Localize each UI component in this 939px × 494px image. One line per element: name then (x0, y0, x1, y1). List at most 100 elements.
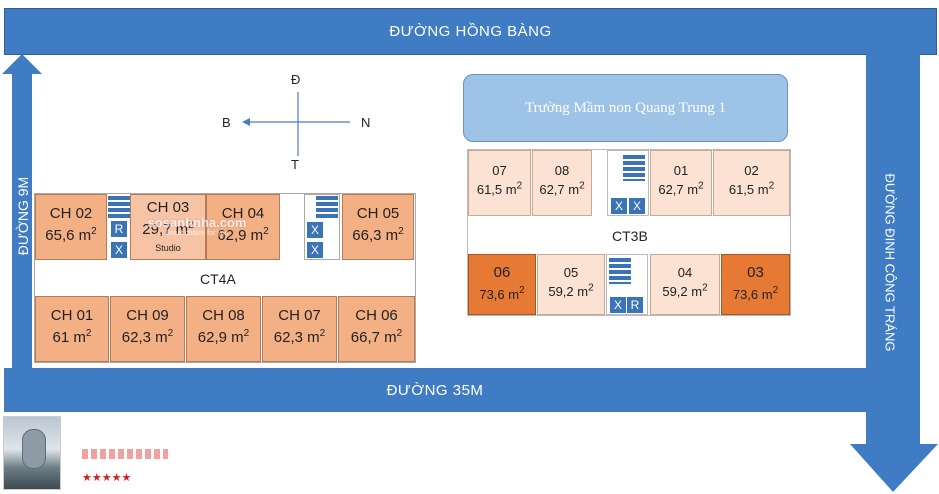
ct3b-elevator-x1: X (610, 197, 628, 215)
unit-area-sup: 2 (188, 220, 194, 231)
ct3b-unit-02: 02 61,5 m2 (713, 150, 790, 216)
ct3b-unit-03: 03 73,6 m2 (721, 254, 790, 315)
ct3b-unit-08: 08 62,7 m2 (532, 150, 592, 216)
unit-area-sup: 2 (167, 328, 174, 339)
unit-name: 05 (563, 265, 579, 280)
star-icon: ★ (91, 472, 102, 484)
unit-area-sup: 2 (516, 180, 523, 192)
ct4a-stair-2 (316, 196, 338, 218)
unit-area-sup: 2 (698, 180, 704, 192)
unit-area-sup: 2 (398, 226, 404, 237)
unit-area: 73,6 m (732, 287, 773, 302)
unit-area: 59,2 m (548, 284, 589, 299)
ct3b-elevator-x3: X (609, 296, 627, 314)
ct4a-unit-ch03: CH 03 29,7 m2 Studio (130, 194, 206, 260)
compass-right-label: N (361, 115, 371, 130)
ct4a-unit-ch05: CH 05 66,3 m2 (342, 194, 414, 260)
unit-area-sup: 2 (702, 282, 708, 294)
unit-area-sup: 2 (519, 285, 525, 296)
compass-left-label: B (222, 115, 231, 130)
ct3b-unit-05: 05 59,2 m2 (537, 254, 605, 315)
unit-name: 04 (677, 265, 693, 280)
unit-area: 62,7 m (658, 182, 699, 197)
unit-area: 62,3 m (273, 329, 320, 346)
unit-name: CH 09 (126, 307, 169, 324)
unit-area: 65,6 m (45, 227, 92, 244)
unit-area: 29,7 m (142, 221, 189, 238)
unit-area: 62,3 m (121, 329, 168, 346)
star-icon: ★ (82, 472, 92, 484)
ct4a-stair-1 (108, 196, 130, 218)
unit-area-sup: 2 (396, 328, 403, 339)
ct4a-unit-ch06: CH 06 66,7 m2 (338, 296, 415, 362)
unit-area: 61,5 m (476, 182, 517, 197)
unit-name: 07 (492, 163, 507, 178)
unit-area-sup: 2 (579, 180, 585, 192)
unit-area-sup: 2 (588, 282, 594, 294)
unit-area: 61,5 m (728, 182, 769, 197)
watermark-logo: sosanhnha.com Great choice for you (132, 215, 262, 237)
ct4a-unit-ch09: CH 09 62,3 m2 (110, 296, 185, 362)
unit-name: 01 (673, 163, 689, 178)
unit-area: 61 m (52, 329, 86, 346)
compass-top-label: Đ (291, 72, 301, 87)
ct4a-unit-ch02: CH 02 65,6 m2 (35, 194, 107, 260)
ct4a-unit-ch08: CH 08 62,9 m2 (186, 296, 261, 362)
unit-name: CH 08 (202, 307, 245, 324)
unit-area-sup: 2 (91, 226, 97, 237)
star-icon: ★ (101, 472, 112, 484)
road-35m: ĐƯỜNG 35M (4, 368, 866, 412)
ct4a-elevator-x: X (110, 241, 128, 259)
school-building: Trường Mầm non Quang Trung 1 (463, 74, 788, 142)
faint-red-text (82, 449, 168, 459)
unit-name: CH 05 (356, 205, 400, 222)
watermark-tagline: Great choice for you (165, 230, 229, 237)
road-9m-arrow (2, 54, 42, 370)
compass-cross (242, 92, 350, 156)
unit-area-sup: 2 (319, 328, 326, 339)
ct3b-elevator-x2: X (628, 197, 646, 215)
ct4a-unit-ch07: CH 07 62,3 m2 (262, 296, 337, 362)
ct3b-stair-top (623, 155, 645, 181)
road-hong-bang: ĐƯỜNG HỒNG BÀNG (4, 8, 937, 55)
road-dinh-cong-trang-label: ĐƯỜNG ĐINH CÔNG TRÁNG (882, 173, 898, 352)
ct3b-unit-06: 06 73,6 m2 (468, 254, 536, 315)
unit-name: 06 (493, 264, 511, 281)
road-35m-label: ĐƯỜNG 35M (386, 381, 484, 399)
unit-name: 08 (554, 163, 570, 178)
ct3b-elevator-r: R (626, 296, 644, 314)
ct3b-stair-bottom (609, 258, 631, 284)
road-dinh-cong-trang-arrow (850, 52, 938, 492)
unit-area-sup: 2 (85, 328, 92, 339)
ct4a-elevator-r: R (110, 220, 128, 238)
unit-area: 62,9 m (217, 227, 264, 244)
unit-area: 66,7 m (350, 329, 397, 346)
ct4a-elevator-x2: X (306, 221, 324, 239)
building-photo (3, 416, 61, 490)
unit-area-sup: 2 (243, 328, 250, 339)
unit-area-sup: 2 (772, 285, 779, 296)
watermark-title: sosanhnha.com (147, 215, 247, 230)
unit-area: 62,7 m (539, 182, 580, 197)
unit-name: CH 01 (50, 307, 94, 324)
ct4a-elevator-x3: X (306, 241, 324, 259)
unit-area: 62,9 m (197, 329, 244, 346)
ct4a-label: CT4A (200, 271, 236, 287)
unit-name: CH 04 (221, 205, 265, 222)
star-icon: ★ (121, 472, 132, 484)
ct3b-unit-04: 04 59,2 m2 (650, 254, 720, 315)
unit-name: CH 02 (49, 205, 93, 222)
unit-area: 66,3 m (352, 227, 399, 244)
ct4a-unit-ch01: CH 01 61 m2 (35, 296, 109, 362)
unit-name: CH 06 (355, 307, 398, 324)
rating-stars: ★★★★★ (82, 468, 131, 486)
studio-label: Studio (155, 243, 181, 253)
road-hong-bang-label: ĐƯỜNG HỒNG BÀNG (389, 23, 552, 40)
compass-bottom-label: T (291, 157, 299, 172)
unit-name: 02 (744, 163, 759, 178)
unit-area-sup: 2 (263, 226, 269, 237)
road-9m-label: ĐƯỜNG 9M (15, 176, 31, 256)
ct4a-unit-ch04: CH 04 62,9 m2 (206, 194, 280, 260)
school-label: Trường Mầm non Quang Trung 1 (525, 99, 726, 116)
unit-name: CH 03 (146, 199, 190, 216)
